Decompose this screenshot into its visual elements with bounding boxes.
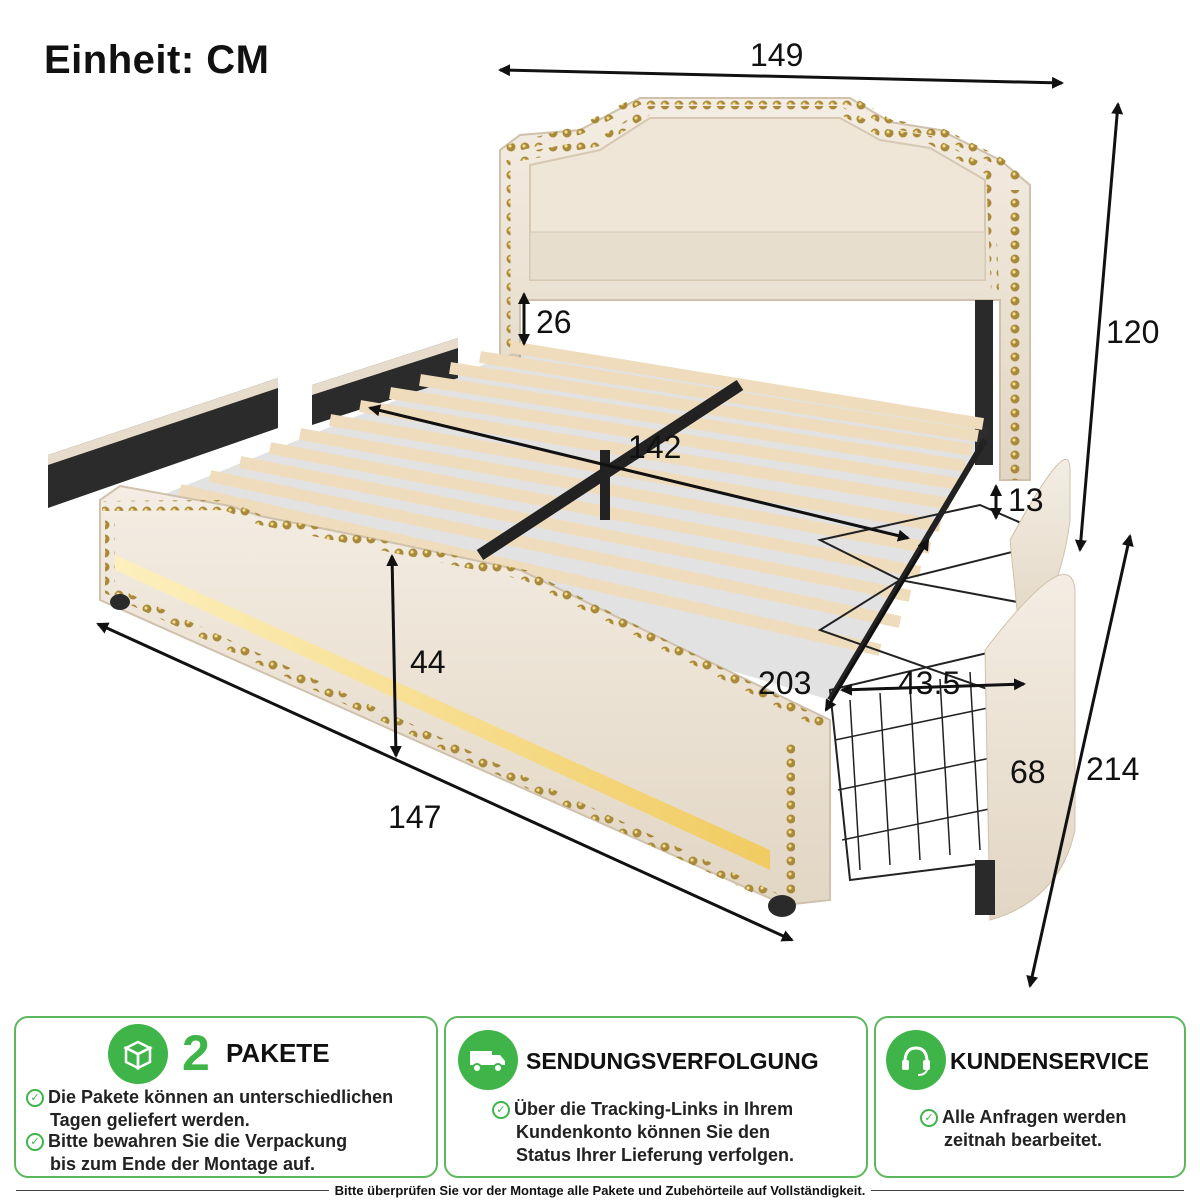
dim-leg-height: 13 xyxy=(1008,482,1044,518)
card-title-tracking: SENDUNGSVERFOLGUNG xyxy=(526,1048,819,1074)
dim-drawer-depth: 68 xyxy=(1010,754,1046,790)
package-count: 2 xyxy=(182,1025,210,1081)
headboard xyxy=(499,95,1031,481)
side-rail-panels xyxy=(48,338,458,508)
card-tracking: SENDUNGSVERFOLGUNG ✓Über die Tracking-Li… xyxy=(444,1016,868,1178)
delivery-truck-icon xyxy=(458,1030,518,1090)
dim-drawer-width: 43.5 xyxy=(898,665,960,701)
card-service: KUNDENSERVICE ✓Alle Anfragen werden zeit… xyxy=(874,1016,1186,1178)
dimension-arrows xyxy=(96,64,1134,988)
card-title-packages: PAKETE xyxy=(226,1038,330,1068)
footer: Bitte überprüfen Sie vor der Montage all… xyxy=(0,1181,1200,1200)
bed-dimension-illustration: 149 120 26 142 13 44 203 43.5 68 214 147 xyxy=(48,37,1159,988)
bullet-service: ✓Alle Anfragen werden zeitnah bearbeitet… xyxy=(920,1106,1126,1152)
check-icon: ✓ xyxy=(26,1133,44,1151)
dim-drawer-length: 203 xyxy=(758,665,811,701)
check-icon: ✓ xyxy=(920,1109,938,1127)
unit-label: Einheit: CM xyxy=(44,38,270,82)
dim-total-length: 214 xyxy=(1086,751,1139,787)
dim-front-width: 147 xyxy=(388,799,441,835)
card-packages: 2 PAKETE ✓Die Pakete können an unterschi… xyxy=(14,1016,438,1178)
check-icon: ✓ xyxy=(26,1089,44,1107)
dim-height-total: 120 xyxy=(1106,314,1159,350)
bullet-tracking: ✓Über die Tracking-Links in Ihrem Kunden… xyxy=(492,1098,794,1167)
footer-note: Bitte überprüfen Sie vor der Montage all… xyxy=(328,1183,872,1198)
bullet-1: ✓Die Pakete können an unterschiedlichen … xyxy=(26,1086,393,1132)
check-icon: ✓ xyxy=(492,1101,510,1119)
headset-icon xyxy=(886,1030,946,1090)
bullet-2: ✓Bitte bewahren Sie die Verpackung bis z… xyxy=(26,1130,347,1176)
dim-width-top: 149 xyxy=(750,37,803,73)
card-title-service: KUNDENSERVICE xyxy=(950,1048,1149,1074)
info-cards: 2 PAKETE ✓Die Pakete können an unterschi… xyxy=(14,1016,1186,1180)
package-icon xyxy=(108,1024,168,1084)
dim-footboard-height: 44 xyxy=(410,644,446,680)
dim-clearance: 26 xyxy=(536,304,572,340)
dim-inner-length: 142 xyxy=(628,429,681,465)
